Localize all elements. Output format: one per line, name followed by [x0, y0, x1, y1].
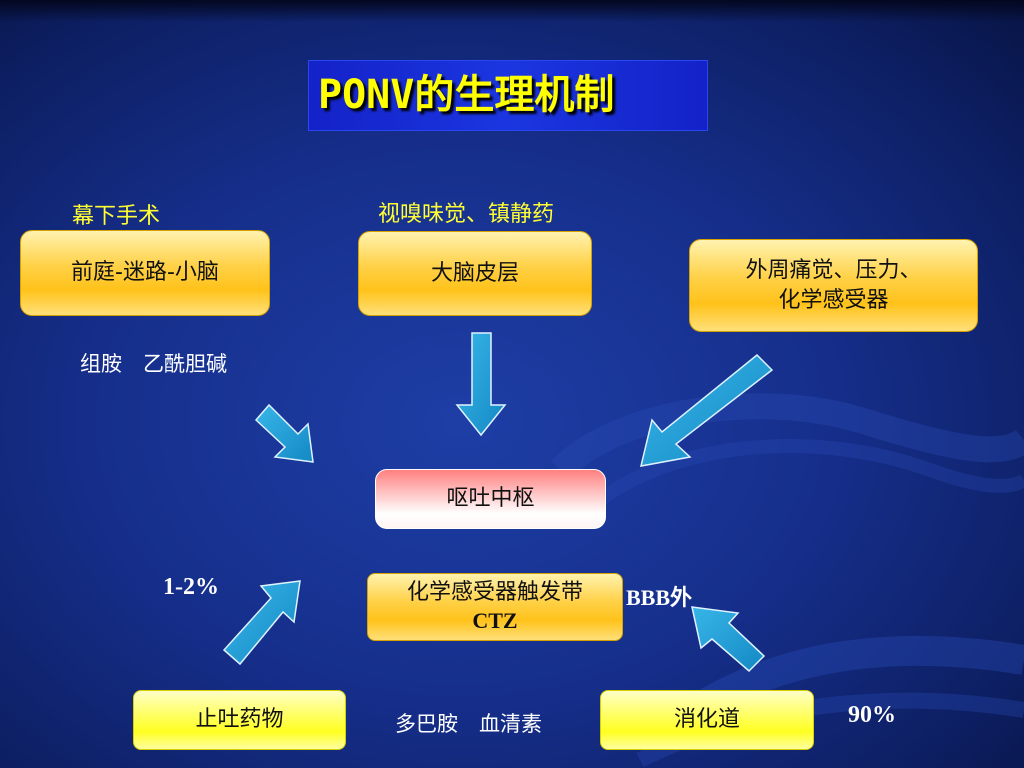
box-vestibular-cerebellum: 前庭-迷路-小脑	[20, 230, 270, 316]
arrow-up-right-icon	[222, 580, 301, 666]
box-vestibular-text: 前庭-迷路-小脑	[71, 260, 219, 285]
box-peripheral-line1: 外周痛觉、压力、	[745, 257, 922, 283]
arrow-down-right-icon	[254, 403, 314, 463]
box-vomiting-center-text: 呕吐中枢	[446, 486, 535, 511]
stat-gi-percent: 90%	[848, 702, 896, 728]
label-subtentorial-surgery: 幕下手术	[72, 204, 161, 229]
box-ctz: 化学感受器触发带 CTZ	[367, 573, 623, 641]
arrow-up-left-icon	[691, 606, 766, 673]
label-histamine-acetylcholine: 组胺 乙酰胆碱	[80, 352, 227, 376]
label-dopamine-serotonin: 多巴胺 血清素	[395, 712, 542, 736]
arrow-down-icon	[455, 332, 507, 437]
box-vomiting-center: 呕吐中枢	[375, 469, 606, 529]
stat-bbb-outside: BBB外	[626, 585, 693, 610]
box-peripheral-receptors: 外周痛觉、压力、 化学感受器	[689, 239, 978, 332]
box-ctz-line1: 化学感受器触发带	[406, 580, 583, 605]
box-gi-text: 消化道	[673, 707, 740, 732]
stat-antiemetic-percent: 1-2%	[163, 574, 219, 600]
box-cortex-text: 大脑皮层	[430, 260, 519, 286]
box-cerebral-cortex: 大脑皮层	[358, 231, 592, 316]
box-antiemetic-text: 止吐药物	[195, 707, 284, 732]
box-gi-tract: 消化道	[600, 690, 814, 750]
label-senses-sedatives: 视嗅味觉、镇静药	[378, 202, 555, 227]
title-banner: PONV的生理机制	[308, 60, 708, 131]
slide-title: PONV的生理机制	[318, 72, 615, 118]
box-antiemetic-drugs: 止吐药物	[133, 690, 346, 750]
box-peripheral-line2: 化学感受器	[778, 287, 889, 313]
arrow-down-left-icon	[640, 353, 774, 467]
box-ctz-line2: CTZ	[472, 608, 518, 633]
top-shadow-band	[0, 0, 1024, 22]
